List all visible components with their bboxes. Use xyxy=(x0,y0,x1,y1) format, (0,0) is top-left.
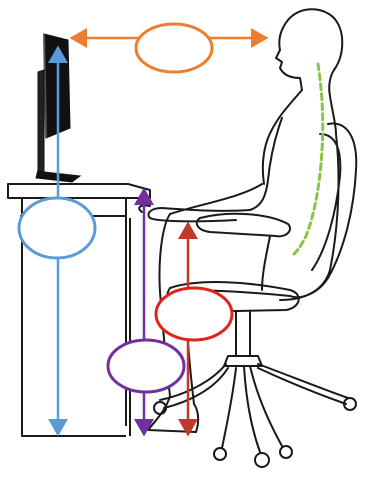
purple-callout-ellipse xyxy=(108,340,184,392)
chair-caster-right xyxy=(280,446,292,458)
person-face xyxy=(276,20,302,90)
blue-callout-ellipse xyxy=(19,198,95,258)
chair-leg-middle-2 xyxy=(222,368,236,448)
chair-caster-middle xyxy=(255,453,269,467)
chair-backrest-inner xyxy=(312,134,340,270)
person-upper-arm xyxy=(250,118,282,210)
chair-armrest xyxy=(197,214,290,237)
desk-height-from-floor xyxy=(19,48,95,434)
person-foot xyxy=(148,396,198,432)
chair-caster-left xyxy=(214,448,226,460)
person-neck-back xyxy=(330,96,336,134)
orange-callout-ellipse xyxy=(136,24,212,72)
chair-column xyxy=(236,312,250,356)
spine-guide-dashed-line xyxy=(294,64,323,254)
chair-leg-back xyxy=(258,364,348,398)
desk-top xyxy=(8,184,150,198)
chair-armrest-support xyxy=(262,236,270,290)
red-callout-ellipse xyxy=(156,288,232,340)
chair-leg-middle xyxy=(244,366,260,452)
eye-to-monitor-distance xyxy=(72,24,266,72)
monitor-stand xyxy=(38,70,44,172)
chair-leg-back-lower xyxy=(258,368,346,404)
person-head-profile xyxy=(288,9,342,96)
chair-base-hub xyxy=(224,356,262,366)
